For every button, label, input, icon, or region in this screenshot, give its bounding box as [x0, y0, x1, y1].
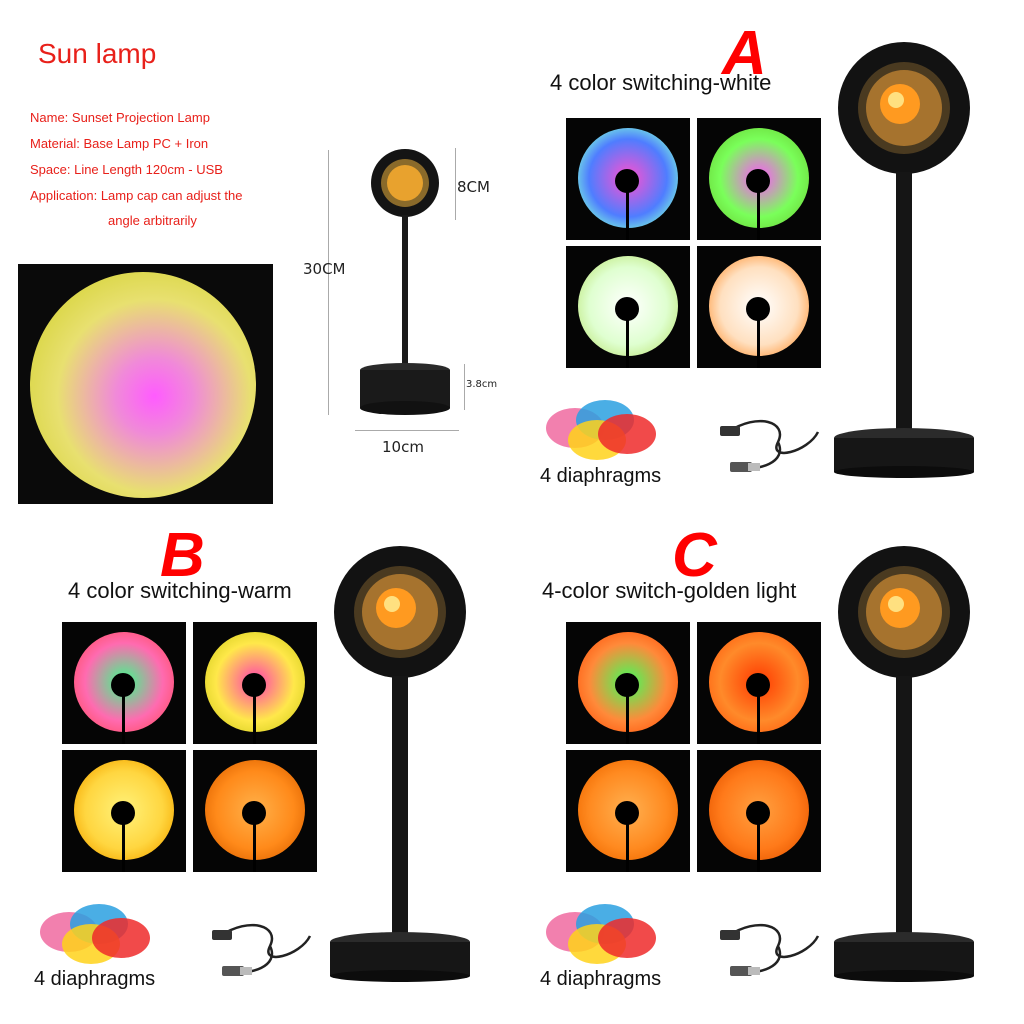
- color-swatch: [193, 622, 317, 744]
- diaphragm-label: 4 diaphragms: [34, 968, 156, 990]
- dimension-base-height-label: 3.8cm: [466, 379, 498, 390]
- color-swatch: [697, 750, 821, 872]
- spec-space: Space: Line Length 120cm - USB: [30, 162, 223, 177]
- diaphragm-label: 4 diaphragms: [540, 968, 662, 990]
- color-swatch: [566, 750, 690, 872]
- dimension-base-width-label: 10cm: [382, 438, 424, 456]
- spec-material: Material: Base Lamp PC + Iron: [30, 136, 209, 151]
- variant-letter: A: [722, 19, 767, 88]
- color-swatch: [193, 750, 317, 872]
- spec-application-cont: angle arbitrarily: [108, 213, 197, 228]
- sunset-lamp-icon: [360, 149, 450, 415]
- dimension-height-label: 30CM: [303, 260, 346, 278]
- color-swatch: [566, 118, 690, 240]
- color-swatch: [697, 246, 821, 368]
- color-swatch: [566, 246, 690, 368]
- sunset-lamp-icon: [330, 546, 470, 982]
- sunset-lamp-icon: [834, 546, 974, 982]
- sunset-lamp-icon: [834, 42, 974, 478]
- variant-title: 4 color switching-white: [550, 70, 772, 95]
- dimension-line-width: [355, 430, 459, 431]
- variant-title: 4-color switch-golden light: [542, 578, 797, 603]
- dimension-line-head: [455, 148, 456, 220]
- variant-letter: B: [160, 521, 205, 590]
- color-swatch: [697, 118, 821, 240]
- page-title: Sun lamp: [38, 38, 157, 69]
- diaphragm-label: 4 diaphragms: [540, 465, 662, 487]
- dimension-line-height: [328, 150, 329, 415]
- color-swatch: [566, 622, 690, 744]
- spec-name: Name: Sunset Projection Lamp: [30, 110, 210, 125]
- color-swatch: [62, 622, 186, 744]
- spec-application: Application: Lamp cap can adjust the: [30, 188, 243, 203]
- color-swatch: [62, 750, 186, 872]
- color-swatch: [697, 622, 821, 744]
- variant-letter: C: [672, 521, 717, 590]
- projection-photo: [18, 264, 273, 504]
- usb-cable-icon: [720, 419, 820, 472]
- usb-cable-icon: [212, 923, 312, 976]
- usb-cable-icon: [720, 923, 820, 976]
- dimension-head-label: 8CM: [457, 178, 490, 196]
- variant-title: 4 color switching-warm: [68, 578, 292, 603]
- dimension-line-base: [464, 364, 465, 410]
